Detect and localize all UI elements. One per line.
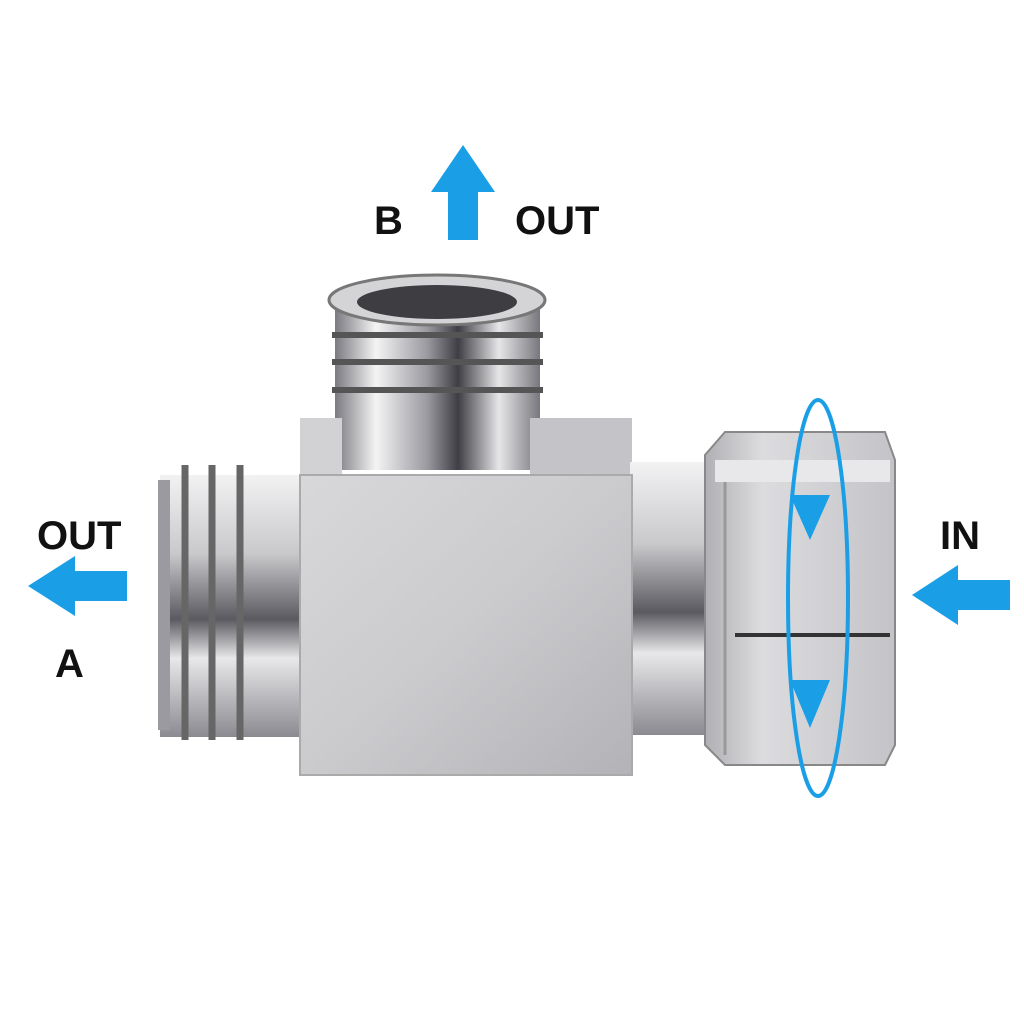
- port-b-out-label: OUT: [515, 199, 600, 243]
- outlet-b-nipple: [327, 273, 547, 470]
- rotation-ellipse-icon: [786, 398, 850, 798]
- arrow-left-icon: [28, 556, 127, 616]
- arrow-up-icon: [431, 145, 495, 240]
- port-b-label: B: [374, 199, 403, 243]
- port-a-label: A: [55, 642, 84, 686]
- block-top-left: [300, 418, 342, 475]
- valve-body: [299, 474, 633, 776]
- inlet-label: IN: [940, 514, 980, 558]
- inlet-hex-nut: [704, 431, 896, 766]
- block-top-right: [530, 418, 632, 475]
- inlet-pipe: [630, 462, 710, 735]
- outlet-a-nipple: [158, 465, 305, 740]
- port-a-out-label: OUT: [37, 514, 122, 558]
- arrow-left-in-icon: [912, 565, 1010, 625]
